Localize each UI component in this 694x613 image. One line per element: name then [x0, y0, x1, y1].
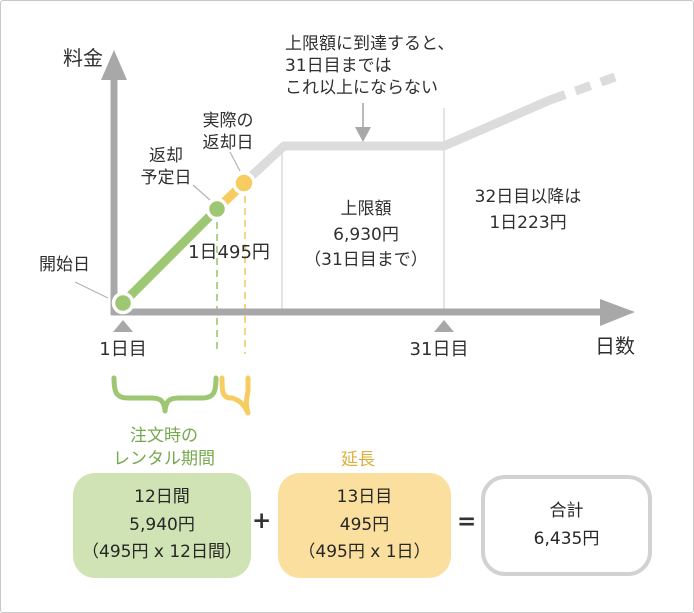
- day1-tick-marker: [113, 320, 133, 332]
- y-axis-label: 料金: [63, 46, 103, 70]
- scheduled-return-point: [205, 197, 229, 221]
- day1-tick-label: 1日目: [99, 339, 147, 360]
- actual-leader-line: [229, 151, 241, 172]
- cap-note-arrow-head: [355, 127, 371, 142]
- scheduled-return-label: 返却 予定日: [140, 146, 192, 188]
- rental-total-box: 12日間 5,940円 （495円 x 12日間）: [73, 473, 251, 578]
- price-line-dashed-tail: [548, 72, 617, 105]
- actual-return-point: [232, 171, 256, 195]
- rental-period-label: 注文時の レンタル期間: [113, 426, 215, 469]
- rental-period-brace: [111, 375, 219, 414]
- daily-rate-label: 1日495円: [188, 242, 270, 263]
- equals-sign: =: [457, 509, 477, 535]
- extension-label: 延長: [341, 450, 375, 470]
- plus-sign: +: [252, 508, 272, 534]
- scheduled-leader-line: [192, 184, 211, 201]
- after-day32-label: 32日目以降は 1日223円: [474, 187, 582, 233]
- extension-total-box: 13日目 495円 （495円 x 1日）: [278, 473, 451, 578]
- cap-region-label: 上限額 6,930円 （31日目まで）: [304, 199, 428, 270]
- price-line-gray: [239, 95, 555, 188]
- day31-tick-marker: [434, 320, 454, 332]
- start-leader-line: [74, 281, 109, 299]
- y-axis-arrowhead: [101, 50, 127, 80]
- start-date-label: 開始日: [39, 255, 90, 275]
- extension-brace: [219, 375, 251, 416]
- actual-return-label: 実際の 返却日: [202, 111, 254, 153]
- rental-segment: [118, 204, 222, 308]
- day31-tick-label: 31日目: [409, 339, 469, 360]
- grand-total-box: 合計 6,435円: [481, 475, 652, 576]
- cap-note: 上限額に到達すると、 31日目までは これ以上にならない: [285, 34, 455, 98]
- start-point: [111, 291, 135, 315]
- x-axis-arrowhead: [600, 299, 635, 326]
- x-axis-label: 日数: [595, 334, 635, 358]
